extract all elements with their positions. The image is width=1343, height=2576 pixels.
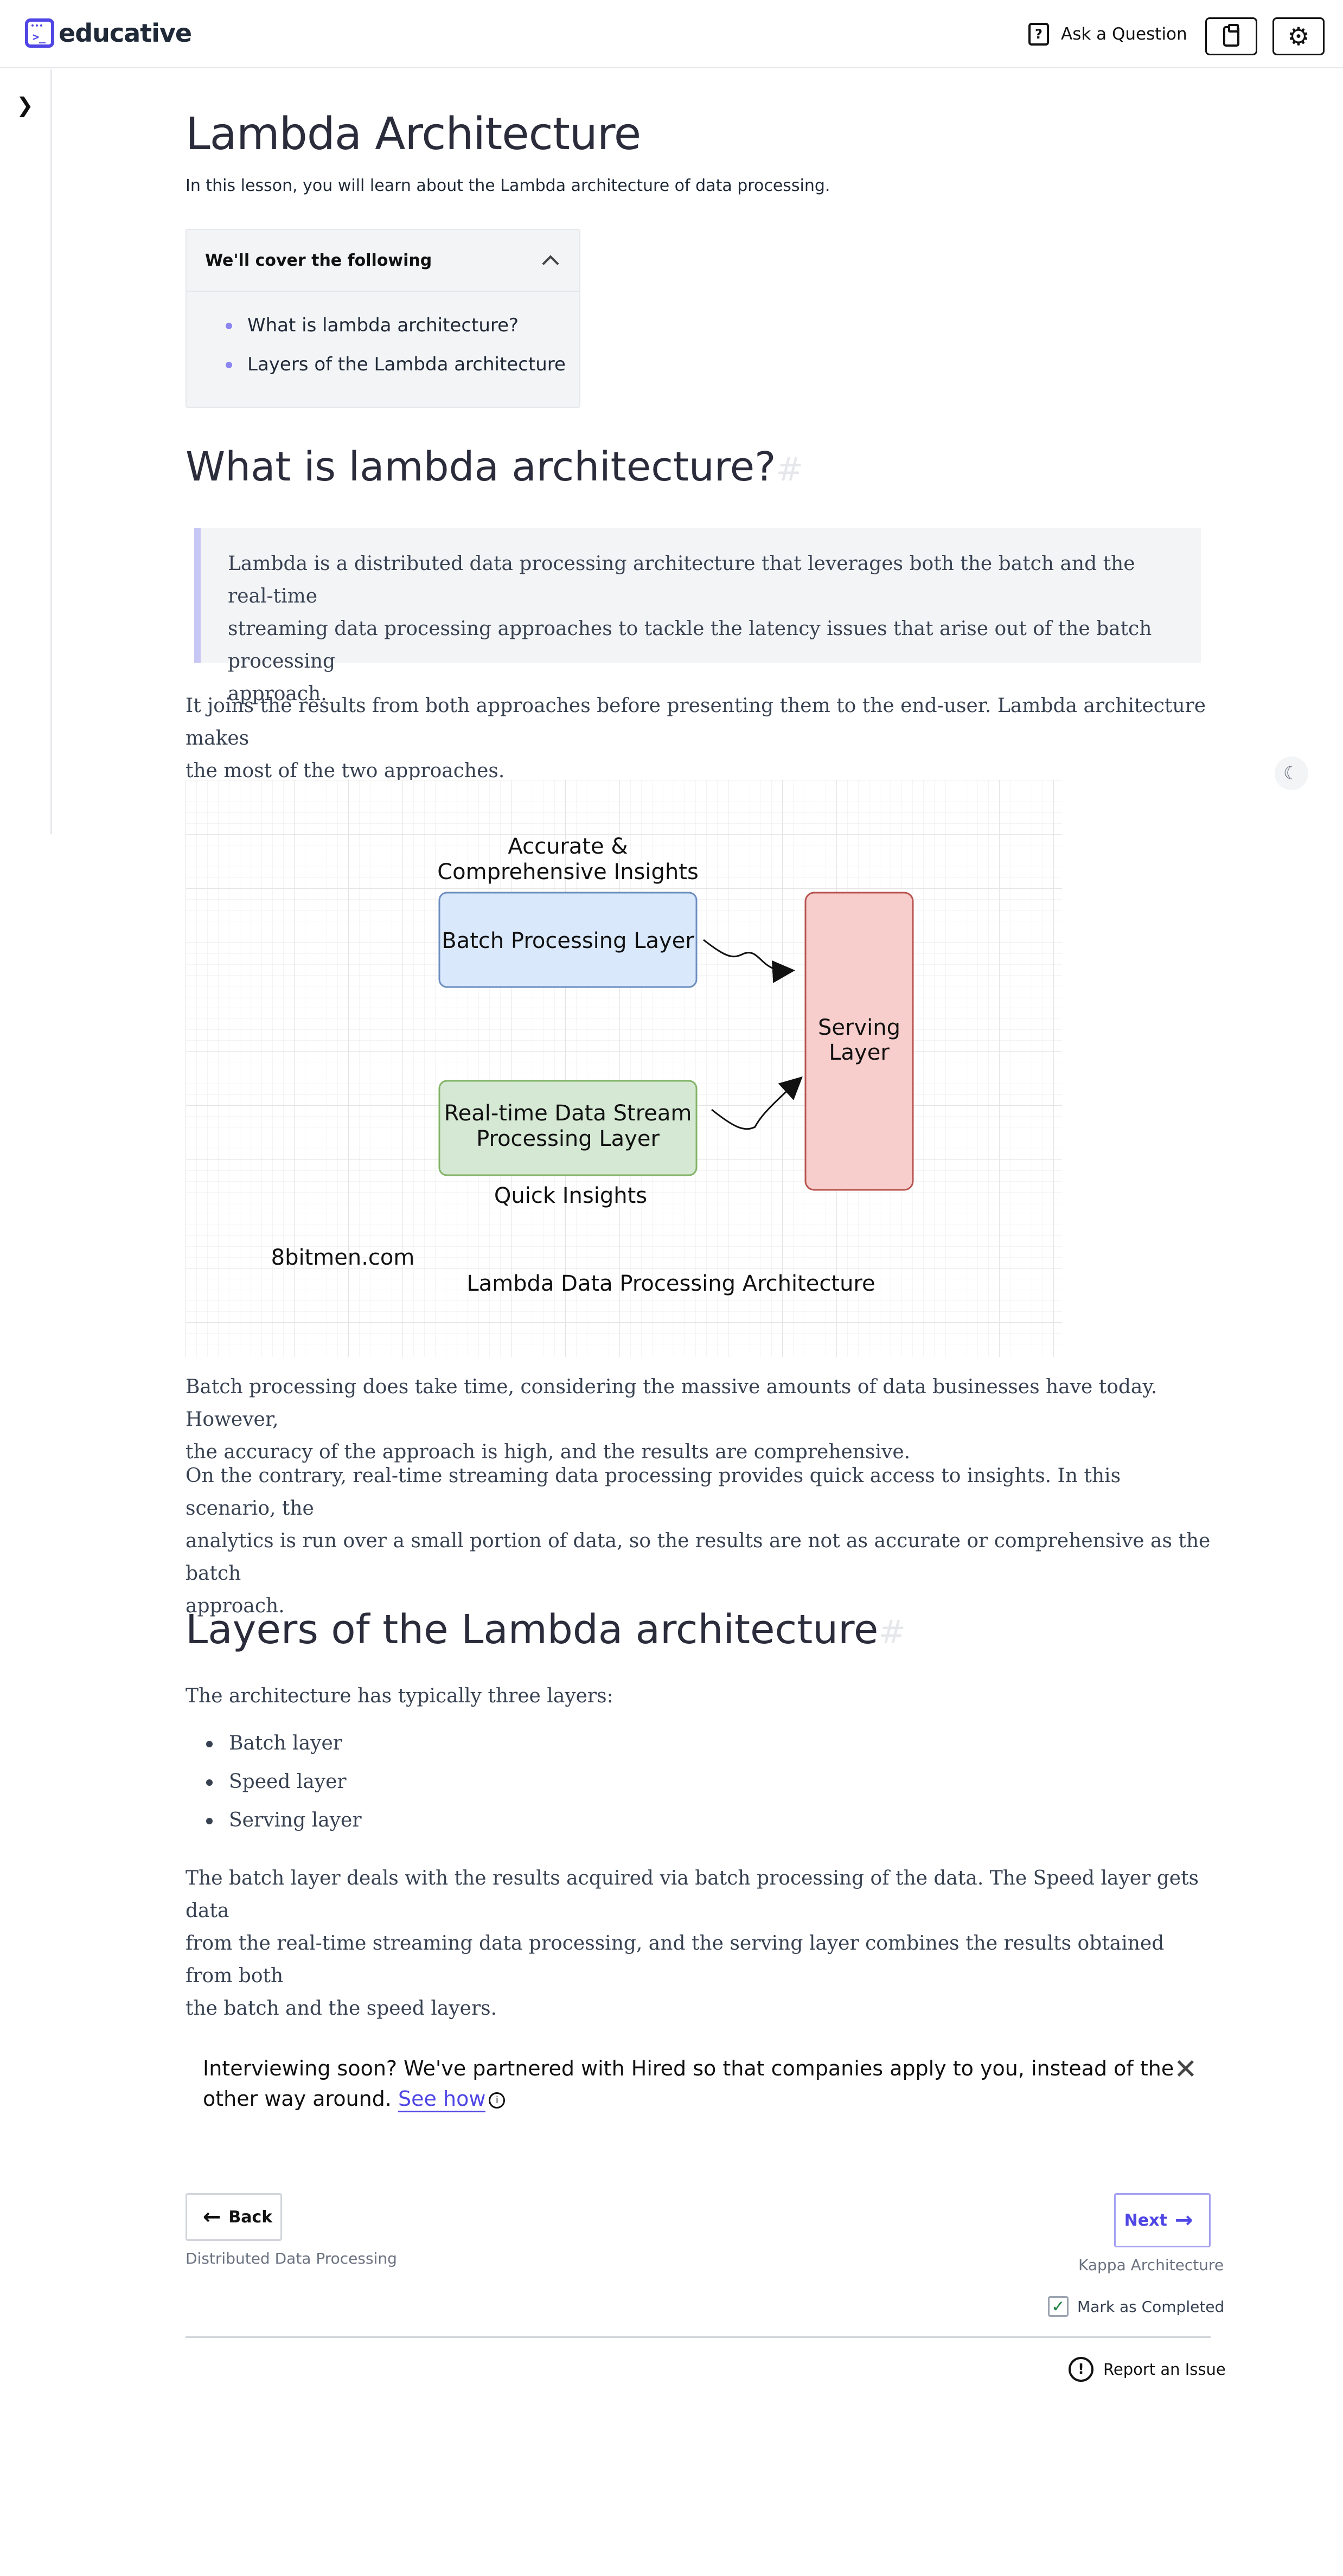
mark-completed-label: Mark as Completed bbox=[1077, 2297, 1225, 2316]
stream-to-serving-arrow bbox=[711, 1076, 803, 1130]
arrow-left-icon: ← bbox=[202, 2205, 221, 2229]
page-title: Lambda Architecture bbox=[186, 108, 641, 160]
quote-line: approach. bbox=[228, 683, 327, 705]
anchor-hash-icon[interactable]: # bbox=[776, 451, 803, 489]
stream-processing-layer-label: Processing Layer bbox=[476, 1126, 660, 1151]
stream-processing-layer-label: Real-time Data Stream bbox=[444, 1101, 692, 1126]
quote-line: streaming data processing approaches to … bbox=[228, 618, 1152, 672]
close-icon[interactable]: ✕ bbox=[1174, 2053, 1198, 2086]
info-icon[interactable]: i bbox=[489, 2092, 506, 2109]
promo-text: Interviewing soon? We've partnered with … bbox=[203, 2056, 1174, 2080]
brand-name: educative bbox=[59, 18, 192, 48]
paragraph-real-time: On the contrary, real-time streaming dat… bbox=[186, 1465, 1211, 1617]
clipboard-button[interactable] bbox=[1205, 17, 1257, 55]
mark-completed-toggle[interactable]: ✓ Mark as Completed bbox=[1048, 2296, 1224, 2317]
back-button[interactable]: ← Back bbox=[186, 2193, 282, 2241]
alert-icon: ! bbox=[1069, 2357, 1093, 2382]
brand-logo-link[interactable]: >_ educative bbox=[25, 18, 192, 48]
section-heading-layers: Layers of the Lambda architecture# bbox=[186, 1606, 906, 1653]
list-item: Batch layer bbox=[206, 1730, 362, 1768]
back-label: Back bbox=[228, 2207, 273, 2227]
chevron-right-icon[interactable]: ❯ bbox=[16, 93, 34, 117]
top-bar: >_ educative ? Ask a Question ⚙ bbox=[0, 0, 1343, 68]
accurate-insights-label: Accurate & bbox=[508, 834, 628, 859]
serving-layer-label: Layer bbox=[829, 1040, 890, 1065]
quick-insights-label: Quick Insights bbox=[494, 1183, 647, 1208]
batch-processing-layer-box bbox=[438, 892, 698, 988]
definition-blockquote: Lambda is a distributed data processing … bbox=[194, 528, 1201, 705]
sidebar: ❯ bbox=[0, 69, 52, 834]
next-lesson-title[interactable]: Kappa Architecture bbox=[1078, 2256, 1224, 2274]
list-item: Serving layer bbox=[206, 1807, 362, 1846]
terminal-icon: >_ bbox=[25, 18, 54, 48]
moon-icon[interactable]: ☾ bbox=[1275, 757, 1308, 790]
see-how-link[interactable]: See how bbox=[398, 2087, 486, 2112]
report-issue-label: Report an Issue bbox=[1103, 2360, 1226, 2379]
next-label: Next bbox=[1124, 2210, 1167, 2230]
paragraph-layers-description: The batch layer deals with the results a… bbox=[186, 1867, 1199, 2020]
arrow-right-icon: → bbox=[1174, 2208, 1193, 2233]
layers-list: Batch layer Speed layer Serving layer bbox=[206, 1730, 362, 1846]
chevron-up-icon bbox=[542, 255, 559, 272]
question-icon: ? bbox=[1028, 23, 1049, 46]
toc-item-what-is-lambda[interactable]: What is lambda architecture? bbox=[226, 313, 579, 353]
anchor-hash-icon[interactable]: # bbox=[878, 1613, 906, 1651]
paragraph-three-layers: The architecture has typically three lay… bbox=[186, 1685, 613, 1707]
toc-toggle[interactable]: We'll cover the following bbox=[187, 230, 579, 292]
ask-question-label: Ask a Question bbox=[1061, 24, 1187, 44]
toc-title: We'll cover the following bbox=[205, 251, 432, 270]
diagram-caption: Lambda Data Processing Architecture bbox=[466, 1271, 875, 1296]
quote-line: Lambda is a distributed data processing … bbox=[228, 553, 1135, 607]
watermark-label: 8bitmen.com bbox=[271, 1245, 415, 1270]
gear-icon: ⚙ bbox=[1287, 22, 1310, 51]
section-heading-what-is-lambda: What is lambda architecture?# bbox=[186, 444, 803, 490]
stream-processing-layer-box bbox=[438, 1080, 698, 1176]
previous-lesson-title[interactable]: Distributed Data Processing bbox=[186, 2250, 397, 2267]
checkbox-checked-icon[interactable]: ✓ bbox=[1048, 2296, 1069, 2317]
next-button[interactable]: Next → bbox=[1114, 2193, 1211, 2247]
lambda-architecture-diagram: Accurate & Comprehensive Insights Batch … bbox=[186, 780, 1062, 1357]
paragraph-joins-results: It joins the results from both approache… bbox=[186, 695, 1206, 782]
table-of-contents: We'll cover the following What is lambda… bbox=[186, 229, 580, 408]
paragraph-batch-processing: Batch processing does take time, conside… bbox=[186, 1376, 1157, 1463]
settings-button[interactable]: ⚙ bbox=[1272, 17, 1325, 55]
batch-processing-layer-label: Batch Processing Layer bbox=[442, 928, 694, 953]
toc-item-layers[interactable]: Layers of the Lambda architecture bbox=[226, 353, 579, 392]
clipboard-icon bbox=[1223, 24, 1239, 47]
ask-question-button[interactable]: ? Ask a Question bbox=[1028, 23, 1187, 46]
report-issue-button[interactable]: ! Report an Issue bbox=[1069, 2357, 1226, 2382]
accurate-insights-label: Comprehensive Insights bbox=[437, 860, 699, 885]
serving-layer-box bbox=[804, 892, 914, 1191]
batch-to-serving-arrow bbox=[703, 939, 795, 983]
serving-layer-label: Serving bbox=[818, 1015, 900, 1040]
lesson-subtitle: In this lesson, you will learn about the… bbox=[186, 176, 830, 195]
diagram-grid bbox=[186, 780, 1062, 1357]
list-item: Speed layer bbox=[206, 1768, 362, 1807]
divider bbox=[186, 2336, 1211, 2338]
hired-promo-banner: Interviewing soon? We've partnered with … bbox=[203, 2053, 1198, 2114]
